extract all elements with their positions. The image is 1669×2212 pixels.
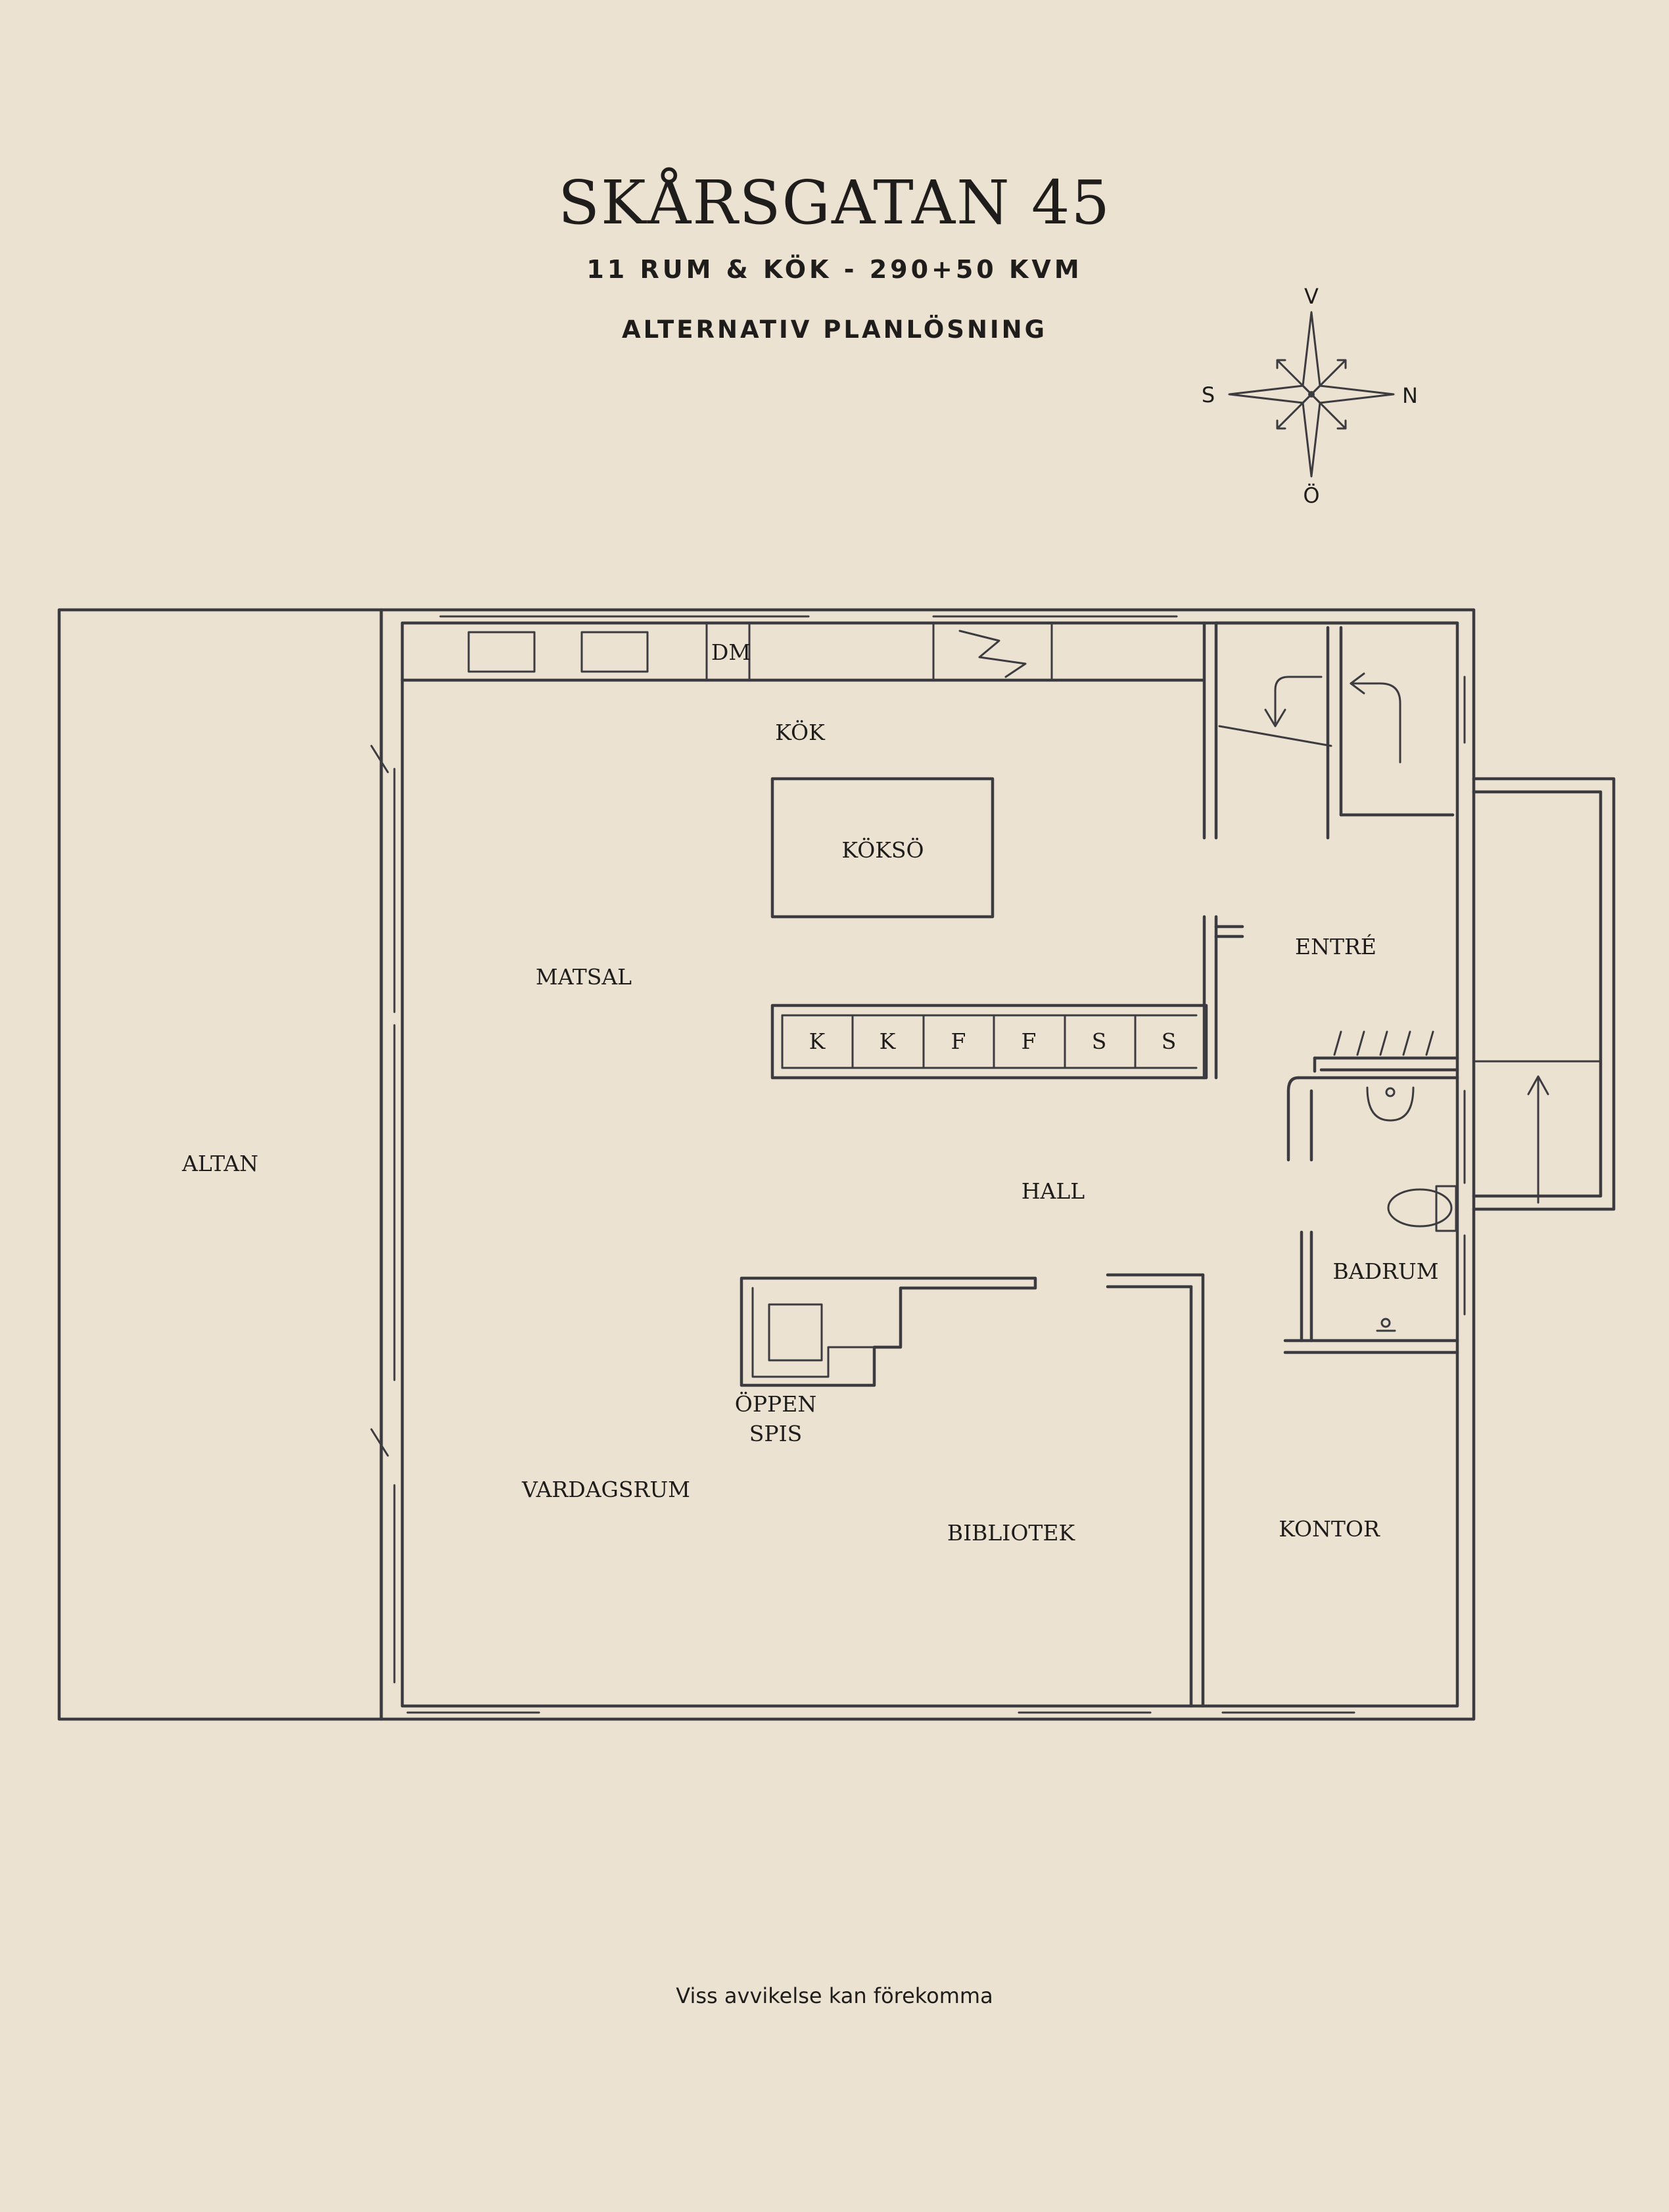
plan-variant-label: ALTERNATIV PLANLÖSNING — [621, 315, 1048, 344]
room-label-oppen-spis: ÖPPEN — [735, 1391, 816, 1417]
cabinet-label: K — [809, 1028, 826, 1054]
room-label-entre: ENTRÉ — [1295, 933, 1376, 959]
room-label-oppen-spis: SPIS — [749, 1421, 802, 1446]
compass-north-label: N — [1402, 383, 1418, 408]
compass-rose-icon — [1228, 311, 1395, 478]
compass-west-label: V — [1304, 284, 1319, 309]
cabinet-label: K — [880, 1028, 897, 1054]
kitchen-counter — [400, 622, 1205, 682]
room-label-kontor: KONTOR — [1279, 1516, 1380, 1542]
room-label-dm: DM — [711, 639, 751, 665]
compass-south-label: S — [1202, 382, 1215, 407]
room-label-bibliotek: BIBLIOTEK — [947, 1520, 1076, 1546]
room-label-kok: KÖK — [775, 719, 826, 745]
page-title: SKÅRSGATAN 45 — [558, 168, 1111, 238]
windows — [393, 615, 1466, 1714]
cabinet-label: S — [1092, 1028, 1107, 1054]
cabinet-row — [770, 1003, 1208, 1080]
east-stair-annex — [1472, 777, 1616, 1211]
compass-east-label: Ö — [1303, 483, 1319, 508]
disclaimer-note: Viss avvikelse kan förekomma — [676, 1983, 993, 2008]
kitchen-island — [770, 777, 995, 919]
cabinet-label: F — [1022, 1028, 1037, 1054]
cabinet-label: S — [1162, 1028, 1177, 1054]
room-label-hall: HALL — [1022, 1178, 1085, 1204]
interior-walls — [370, 621, 1459, 1708]
cabinet-label: F — [951, 1028, 966, 1054]
room-label-badrum: BADRUM — [1333, 1258, 1439, 1284]
room-label-kokso: KÖKSÖ — [841, 837, 924, 863]
room-label-vardagsrum: VARDAGSRUM — [521, 1477, 690, 1502]
room-label-matsal: MATSAL — [536, 964, 632, 990]
page-subtitle: 11 RUM & KÖK - 290+50 KVM — [586, 255, 1083, 284]
room-label-altan: ALTAN — [181, 1151, 258, 1176]
outer-walls — [379, 608, 1476, 1721]
